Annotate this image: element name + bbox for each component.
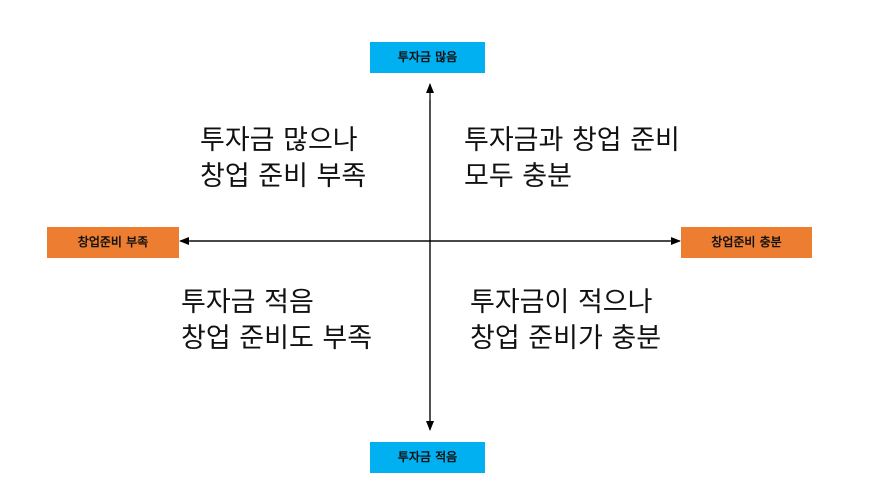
- axis-label-investment-high: 투자금 많음: [370, 42, 485, 73]
- quadrant-bottom-left-line2: 창업 준비도 부족: [181, 323, 373, 354]
- quadrant-bottom-right: 투자금이 적으나 창업 준비가 충분: [470, 285, 661, 357]
- quadrant-top-left-line2: 창업 준비 부족: [200, 161, 367, 192]
- quadrant-bottom-left: 투자금 적음 창업 준비도 부족: [181, 285, 372, 357]
- quadrant-top-right-line2: 모두 충분: [464, 161, 572, 192]
- quadrant-bottom-right-line1: 투자금이 적으나: [470, 287, 653, 318]
- quadrant-bottom-right-line2: 창업 준비가 충분: [470, 323, 662, 354]
- quadrant-top-right: 투자금과 창업 준비 모두 충분: [464, 123, 680, 195]
- axis-label-investment-low: 투자금 적음: [370, 442, 485, 473]
- quadrant-bottom-left-line1: 투자금 적음: [181, 287, 314, 318]
- axis-label-preparation-insufficient: 창업준비 부족: [47, 227, 179, 258]
- axis-label-preparation-sufficient: 창업준비 충분: [681, 227, 812, 258]
- quadrant-top-right-line1: 투자금과 창업 준비: [464, 125, 680, 156]
- quadrant-top-left-line1: 투자금 많으나: [200, 125, 358, 156]
- quadrant-top-left: 투자금 많으나 창업 준비 부족: [200, 123, 366, 195]
